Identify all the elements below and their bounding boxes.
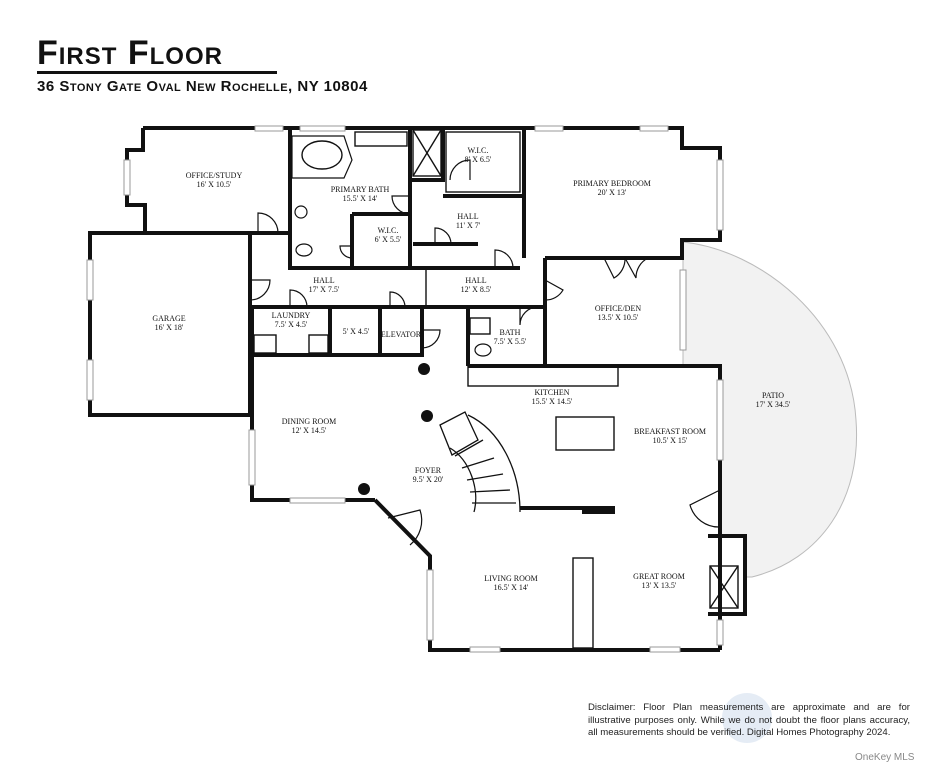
bathtub-surround bbox=[291, 135, 353, 179]
title-underline bbox=[37, 71, 277, 74]
stair-landing bbox=[582, 508, 615, 514]
partitions bbox=[253, 129, 739, 649]
page-title: First Floor bbox=[37, 34, 223, 72]
room-wic-lower: W.I.C.6' X 5.5' bbox=[374, 226, 402, 244]
property-address: 36 Stony Gate Oval New Rochelle, NY 1080… bbox=[37, 78, 368, 95]
columns bbox=[358, 363, 433, 495]
disclaimer-text: Disclaimer: Floor Plan measurements are … bbox=[588, 702, 910, 738]
room-closet: 5' X 4.5' bbox=[342, 327, 370, 336]
toilet-icon bbox=[474, 343, 492, 357]
windows bbox=[86, 125, 724, 653]
watermark-badge bbox=[722, 693, 772, 743]
bathtub bbox=[301, 140, 343, 170]
sink-icon bbox=[294, 205, 308, 219]
room-elevator: ELEVATOR bbox=[380, 330, 422, 339]
room-wic-upper: W.I.C.8' X 6.5' bbox=[464, 146, 492, 164]
watermark-text: OneKey MLS bbox=[855, 752, 915, 763]
staircase bbox=[439, 411, 521, 513]
toilet-icon bbox=[295, 243, 313, 257]
door-swings bbox=[249, 159, 721, 546]
patio-area bbox=[682, 241, 858, 578]
